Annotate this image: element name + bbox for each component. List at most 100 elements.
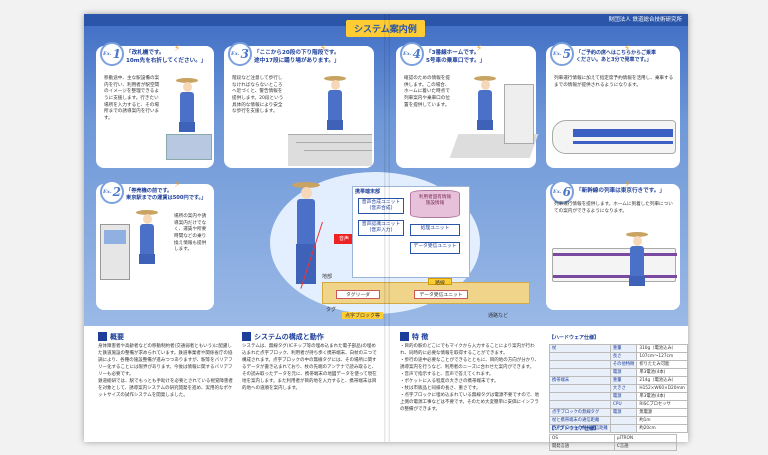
spec-row: 杖と携帯端末の通信距離 約1m: [549, 416, 688, 425]
spec-cell: 杖と携帯端末の通信距離: [549, 416, 611, 425]
card-description: 列車運行情報を提供します。ホームに到着した列車についての案内ができるようになりま…: [554, 202, 673, 214]
tag-label: タグ: [326, 307, 337, 313]
database-cylinder: 利用者固有情報 施設情報: [410, 190, 460, 218]
example-card-2: Ex.2 「券売機の前です。 東京駅までの運賃は500円です。」 場所の案内や誘…: [96, 180, 214, 310]
page-title: システム案内例: [346, 20, 425, 37]
structure-text: システムは、無線タグ(ICチップ等の埋め込まれた電子部品)の埋め込まれた点字ブロ…: [242, 344, 377, 391]
overview-text: 身体障害者や高齢者などの移動制約者(交通弱者ともいう)に配慮した鉄道施設の整備が…: [98, 344, 233, 398]
train-illustration: [552, 248, 677, 282]
spec-cell: [549, 352, 611, 361]
bolt-icon: ⚡: [174, 180, 181, 190]
spec-cell: 単3電池(4本): [636, 392, 688, 401]
spec-cell: 約1m: [636, 416, 688, 425]
card-quote: 「3番線ホームです。 5号車の乗車口です。」: [426, 50, 486, 64]
spec-cell: 約20cm: [636, 424, 688, 433]
spec-cell: RISCプロセッサ: [636, 400, 688, 409]
spec-cell: 点字ブロックの無線タグ: [549, 408, 611, 417]
sw-spec-cell: μITRON: [613, 434, 678, 443]
platform-illustration: [449, 74, 539, 164]
spec-cell: 折りたたみ可能: [636, 360, 688, 369]
card-description: 列車運行情報に加えて指定席予約情報を活用し、乗車するまでの情報が提供されるように…: [554, 76, 674, 88]
sw-spec-cell: 開発言語: [549, 442, 615, 451]
spec-cell: 杖: [549, 344, 611, 353]
voice-arrow: 音声: [334, 234, 354, 244]
spec-cell: 電源: [609, 408, 638, 417]
sw-spec-cell: OS: [549, 434, 615, 443]
data-receive-unit: データ受信ユニット: [410, 242, 460, 254]
brochure-spread: 財団法人 鉄道総合技術研究所 システム案内例 Ex.1 「改札機です。 10m先…: [84, 14, 688, 451]
sw-spec-cell: C言語: [613, 442, 678, 451]
features-heading: 特 徴: [400, 332, 428, 342]
card-quote: 「ここから20段の下り階段です。 途中17段に踊り場があります。」: [254, 50, 340, 64]
spec-cell: 重量: [609, 344, 638, 353]
stairs-illustration: [288, 76, 372, 166]
example-badge-2: Ex.2: [100, 180, 124, 204]
example-badge-5: Ex.5: [550, 42, 574, 66]
card-description: 場所の案内や誘導案内だけでなく、運賃や所要時間などの乗り換え情報も提供します。: [174, 214, 207, 253]
ground-label-sub: 路線: [428, 278, 452, 286]
card-quote: 「改札機です。 10m先を右折してください。」: [126, 50, 207, 64]
bolt-icon: ⚡: [174, 44, 181, 54]
software-spec-heading: 【ソフトウェア仕様】: [549, 426, 600, 432]
example-badge-6: Ex.6: [550, 180, 574, 204]
spec-cell: [609, 416, 638, 425]
spec-row: 電源単3電池(4本): [549, 368, 688, 377]
example-card-3: Ex.3 「ここから20段の下り階段です。 途中17段に踊り場があります。」 階…: [224, 42, 374, 168]
card-quote: 「ご予約の席へはこちらからご乗車 ください。あと3分で発車です。」: [576, 50, 657, 63]
hardware-spec-heading: 【ハードウェア仕様】: [549, 335, 600, 341]
example-card-1: Ex.1 「改札機です。 10m先を右折してください。」 移動途中、主な駅設備の…: [96, 42, 214, 168]
gate-illustration: [166, 78, 212, 164]
spec-cell: 107cm～127cm: [636, 352, 688, 361]
card-description: 階段など注意して歩行しなければならないところへ近づくと、警告情報を提供します。2…: [232, 76, 284, 115]
spec-row: 点字ブロックの無線通信距離約20cm: [549, 424, 688, 433]
spec-cell: [549, 368, 611, 377]
processing-unit: 処理ユニット: [410, 224, 460, 236]
shinkansen-illustration: [552, 120, 676, 154]
card-description: 確認のための情報を提供します。この場合、ホームに着いた時点で列車案内や乗車口の位…: [404, 76, 450, 108]
user-with-cane-illustration: [284, 182, 334, 302]
spec-cell: その他特徴: [609, 360, 638, 369]
spec-cell: CPU: [609, 400, 638, 409]
spec-cell: 単3電池(4本): [636, 368, 688, 377]
spec-cell: H152×W60×D20mm: [636, 384, 688, 393]
spec-row: 点字ブロックの無線タグ電源無電源: [549, 408, 688, 417]
spec-row: 電源単3電池(4本): [549, 392, 688, 401]
example-card-6: Ex.6 「新幹線の列車は東京行きです。」 列車運行情報を提供します。ホームに到…: [546, 180, 680, 310]
road-label: 通路など: [488, 313, 509, 319]
card-description: 移動途中、主な駅設備の案内を行い、利用者が駅空間のイメージを整理できるように支援…: [104, 76, 160, 121]
spec-cell: 310g（電池込み）: [636, 344, 688, 353]
voice-recognition-unit: 音声認識ユニット(音声入力): [358, 220, 404, 236]
bolt-icon: ⚡: [624, 180, 631, 190]
spec-cell: 無電源: [636, 408, 688, 417]
spec-cell: 電源: [609, 392, 638, 401]
spec-row: その他特徴折りたたみ可能: [549, 360, 688, 369]
organization-name: 財団法人 鉄道総合技術研究所: [608, 17, 682, 23]
page-gutter: [384, 14, 390, 442]
spec-cell: 携帯端末: [549, 376, 611, 385]
bolt-icon: ⚡: [320, 44, 327, 54]
spec-cell: [549, 400, 611, 409]
spec-cell: [609, 424, 638, 433]
example-badge-3: Ex.3: [228, 42, 252, 66]
spec-cell: [549, 392, 611, 401]
spec-cell: 長さ: [609, 352, 638, 361]
example-badge-4: Ex.4: [400, 42, 424, 66]
spec-cell: [549, 384, 611, 393]
spec-cell: 214g（電池込み）: [636, 376, 688, 385]
person-illustration: [626, 232, 656, 308]
card-quote: 「新幹線の列車は東京行きです。」: [576, 188, 665, 194]
example-badge-1: Ex.1: [100, 42, 124, 66]
spec-cell: 大きさ: [609, 384, 638, 393]
terminal-label: 携帯端末部: [355, 189, 381, 195]
voice-synthesis-unit: 音声合成ユニット(音声合成): [358, 198, 404, 214]
spec-cell: [549, 360, 611, 369]
